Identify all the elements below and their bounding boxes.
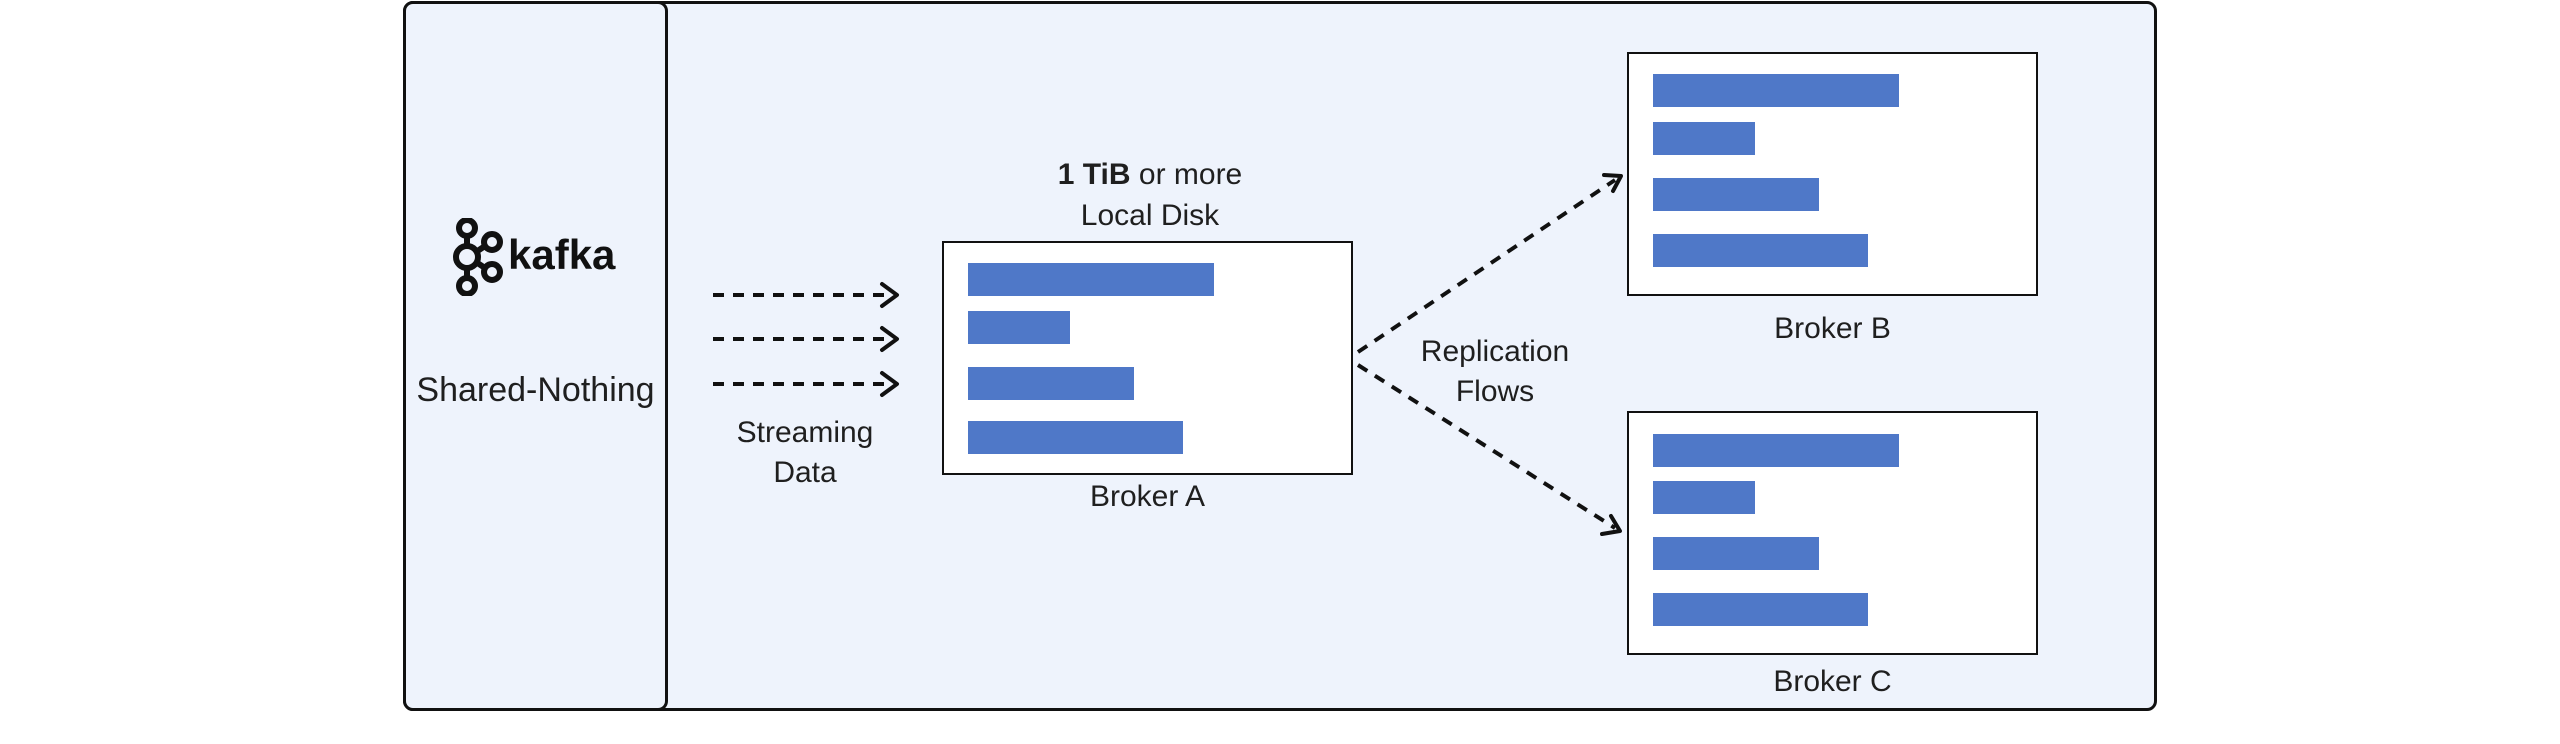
broker-a-bar-4 bbox=[968, 421, 1183, 454]
broker-c-bar-1 bbox=[1653, 434, 1899, 467]
streaming-label-line1: Streaming bbox=[736, 416, 874, 449]
broker-a-bar-1 bbox=[968, 263, 1214, 296]
broker-c-box bbox=[1627, 411, 2038, 655]
broker-b-bar-1 bbox=[1653, 74, 1899, 107]
broker-c-bar-3 bbox=[1653, 537, 1819, 570]
broker-b-box bbox=[1627, 52, 2038, 296]
replication-arrow-c bbox=[1356, 363, 1617, 530]
broker-a-bar-2 bbox=[968, 311, 1070, 344]
broker-a-box bbox=[942, 241, 1353, 475]
broker-a-label: Broker A bbox=[1089, 480, 1206, 513]
architecture-label: Shared-Nothing bbox=[416, 371, 655, 409]
kafka-logo-text: kafka bbox=[508, 231, 616, 278]
arrowhead-2 bbox=[880, 326, 899, 352]
replication-label-line1: Replication bbox=[1420, 335, 1570, 368]
arrowhead-1 bbox=[880, 282, 899, 308]
broker-b-bar-3 bbox=[1653, 178, 1819, 211]
broker-b-label: Broker B bbox=[1774, 312, 1891, 345]
broker-c-label: Broker C bbox=[1773, 665, 1892, 698]
replication-label-line2: Flows bbox=[1455, 375, 1535, 408]
broker-c-bar-4 bbox=[1653, 593, 1868, 626]
disk-capacity-rest: or more bbox=[1130, 158, 1243, 191]
streaming-label-line2: Data bbox=[773, 456, 837, 489]
kafka-logo-icon bbox=[453, 218, 503, 296]
architecture-panel bbox=[403, 1, 668, 711]
broker-b-bar-2 bbox=[1653, 122, 1755, 155]
disk-capacity-bold: 1 TiB bbox=[1057, 158, 1131, 191]
broker-a-bar-3 bbox=[968, 367, 1134, 400]
replication-arrow-b bbox=[1356, 178, 1617, 354]
disk-capacity-note: 1 TiB or more bbox=[1000, 155, 1300, 195]
broker-b-bar-4 bbox=[1653, 234, 1868, 267]
arrowhead-b bbox=[1602, 173, 1623, 193]
broker-c-bar-2 bbox=[1653, 481, 1755, 514]
disk-type-note: Local Disk bbox=[1080, 199, 1220, 232]
arrowhead-3 bbox=[880, 371, 899, 397]
arrowhead-c bbox=[1600, 514, 1622, 536]
